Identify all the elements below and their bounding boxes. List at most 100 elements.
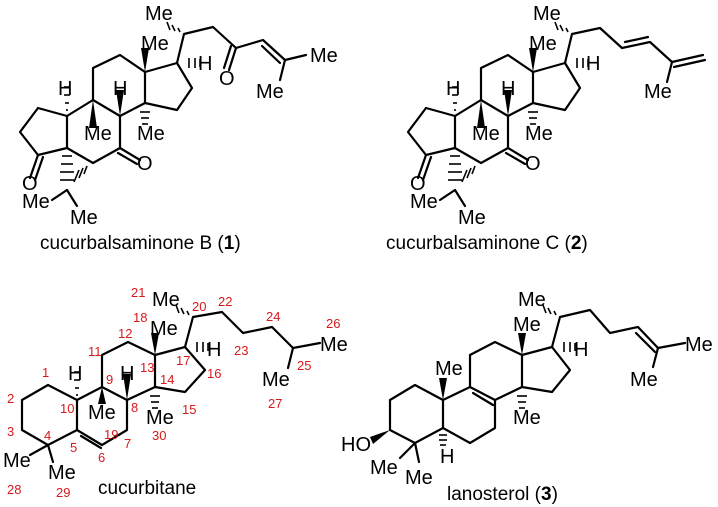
atom-number: 14 [160,372,174,387]
atom-label: Me [22,191,50,213]
atom-number: 29 [56,485,70,500]
bond [116,151,139,166]
atom-number: 28 [7,482,21,497]
atom-label: H [586,53,600,75]
atom-number: 4 [44,428,51,443]
atom-number: 13 [140,360,154,375]
atom-label: Me [410,191,438,213]
bond [227,46,238,72]
bond [50,188,69,202]
bond [398,441,417,460]
atom-label: Me [405,467,433,489]
atom-number: 15 [182,402,196,417]
atom-number: 24 [266,309,280,324]
structure-lanosterol: Me Me Me Me H Me Me HO Me Me H lanostero… [341,289,713,505]
atom-label: Me [513,314,541,336]
atom-number: 8 [131,400,138,415]
compound-caption: cucurbalsaminone B (1) [40,233,241,254]
atom-number: 16 [207,366,221,381]
atom-label: H [198,53,212,75]
hashed-bond [74,304,209,409]
wedge-bond [151,333,159,355]
bond [28,443,50,457]
wedge-bond [504,90,512,116]
bond [468,340,524,402]
atom-label: Me [3,450,31,472]
structure-cucurbalsaminone-c: H H Me Me Me Me H Me O O Me Me cucurbals… [386,3,707,254]
atom-label: Me [685,334,713,356]
bond [651,346,660,369]
wedge-bond [89,100,97,128]
bond [46,443,55,464]
bond [79,434,103,450]
atom-label: Me [320,334,348,356]
atom-number: 11 [88,344,102,359]
wedge-bond [477,100,485,128]
atom-label: Me [137,123,165,145]
wedge-bond [116,90,124,116]
wedge-bond [518,333,526,355]
wedge-bond [529,48,537,72]
atom-label: O [22,173,38,195]
atom-numbering: 1 2 3 4 5 6 7 8 9 10 11 12 13 14 15 16 1… [7,285,340,500]
wedge-bond [98,387,106,404]
bond [33,155,45,182]
structure-cucurbalsaminone-b: H H Me Me Me Me H O Me Me O O Me Me cucu… [18,3,338,254]
atom-number: 18 [133,310,147,325]
atom-label: H [58,78,72,100]
bond [504,151,527,166]
bond [413,441,421,464]
atom-label: O [219,68,235,90]
atom-label: Me [152,289,180,311]
bond [416,153,428,180]
atom-label: Me [145,3,173,25]
bond [143,61,194,112]
bond [672,58,707,69]
atom-label: Me [529,33,557,55]
wedge-bond [141,48,149,72]
atom-label: Me [370,457,398,479]
atom-number: 3 [7,424,14,439]
atom-label: H [574,339,588,361]
bond [222,44,233,70]
atom-label: Me [150,318,178,340]
bond [118,146,142,162]
atom-label: Me [84,123,112,145]
atom-label: Me [435,358,463,380]
atom-number: 10 [60,401,74,416]
atom-label: Me [513,407,541,429]
atom-number: 7 [124,436,131,451]
atom-label: Me [518,289,546,311]
bond [623,35,650,44]
atom-label: O [137,153,153,175]
bond [479,53,535,118]
wedge-bond [123,374,131,400]
atom-label: Me [630,369,658,391]
atom-number: 9 [106,372,113,387]
atom-number: 1 [42,365,49,380]
wedge-bond [370,430,390,444]
bond [75,385,129,447]
compound-caption: lanosterol (3) [447,484,558,505]
atom-number: 27 [268,396,282,411]
bond [388,383,445,445]
atom-label: Me [141,33,169,55]
wedge-bond [439,378,447,400]
bond [153,345,207,394]
atom-label: H [440,446,454,468]
atom-label: Me [525,123,553,145]
bond [506,146,530,162]
bond [28,153,40,180]
atom-label: H [120,363,134,385]
bond [175,25,308,65]
atom-number: 2 [7,391,14,406]
atom-number: 6 [98,450,105,465]
atom-label: H [207,339,221,361]
atom-label: Me [88,402,116,424]
bond [278,58,287,82]
atom-number: 26 [326,316,340,331]
atom-number: 20 [192,299,206,314]
atom-number: 23 [234,343,248,358]
atom-number: 5 [70,440,77,455]
